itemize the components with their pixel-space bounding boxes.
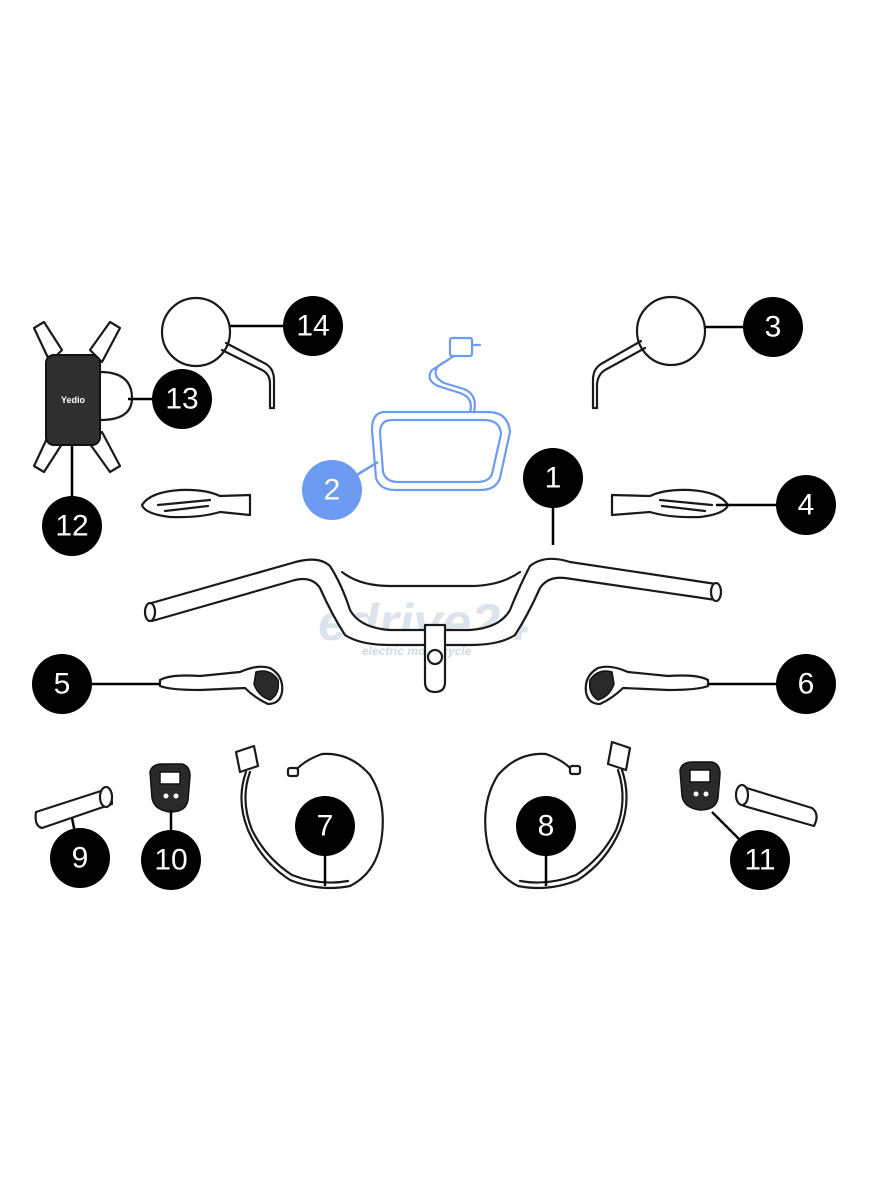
svg-text:5: 5: [54, 668, 71, 701]
svg-text:7: 7: [317, 810, 334, 843]
mirror-right-drawing: [591, 295, 707, 410]
badge-13[interactable]: 13: [152, 369, 212, 429]
badge-10[interactable]: 10: [141, 830, 201, 890]
handlebar-drawing: [143, 557, 723, 694]
badge-1[interactable]: 1: [523, 448, 583, 508]
svg-text:2: 2: [324, 474, 341, 507]
svg-text:12: 12: [55, 510, 88, 543]
badge-7[interactable]: 7: [295, 796, 355, 856]
cable-right-drawing: [484, 740, 632, 890]
switch-left-drawing: [149, 763, 191, 813]
indicator-left-drawing: [140, 488, 252, 519]
switch-right-drawing: [679, 761, 721, 811]
svg-text:4: 4: [798, 489, 815, 522]
indicator-right-drawing: [610, 488, 730, 519]
svg-text:11: 11: [744, 844, 775, 877]
lever-right-drawing: [584, 665, 710, 706]
badge-5[interactable]: 5: [32, 654, 92, 714]
phone-holder-drawing: Yedio: [32, 320, 134, 474]
number-badges: 1 2 3 4 5 6 7 8: [32, 296, 836, 890]
svg-text:6: 6: [798, 668, 815, 701]
badge-9[interactable]: 9: [50, 828, 110, 888]
mirror-left-drawing: [160, 296, 276, 410]
badge-3[interactable]: 3: [743, 297, 803, 357]
badge-12[interactable]: 12: [42, 496, 102, 556]
svg-text:9: 9: [72, 842, 89, 875]
badge-6[interactable]: 6: [776, 654, 836, 714]
svg-text:3: 3: [765, 311, 782, 344]
lever-left-drawing: [158, 665, 284, 706]
svg-text:14: 14: [296, 310, 329, 343]
badge-14[interactable]: 14: [283, 296, 343, 356]
badge-8[interactable]: 8: [516, 796, 576, 856]
svg-text:10: 10: [154, 844, 187, 877]
svg-text:1: 1: [545, 462, 562, 495]
svg-text:8: 8: [538, 810, 555, 843]
display-frame-drawing: [370, 336, 512, 492]
badge-2[interactable]: 2: [302, 460, 362, 520]
badge-4[interactable]: 4: [776, 475, 836, 535]
badge-11[interactable]: 11: [730, 830, 790, 890]
grip-left-drawing: [34, 785, 114, 830]
grip-right-drawing: [734, 783, 818, 828]
cable-left-drawing: [234, 744, 384, 890]
svg-text:13: 13: [165, 383, 198, 416]
phone-holder-brand-label: Yedio: [61, 395, 86, 405]
